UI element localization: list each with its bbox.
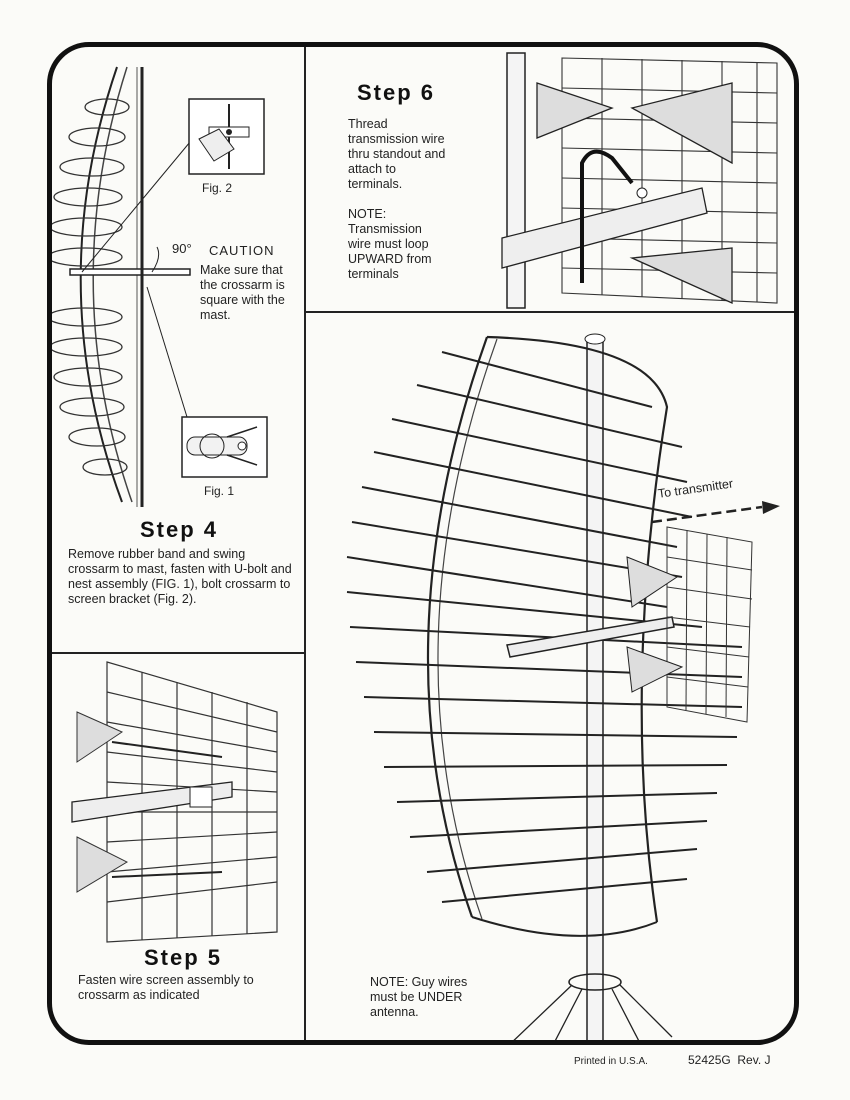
step5-instructions: Fasten wire screen assembly to crossarm … [78,973,254,1002]
assembled-antenna-illustration [346,333,780,1040]
step6-heading: Step 6 [357,80,436,105]
part-number: 52425G Rev. J [688,1053,771,1067]
angle-label: 90° [172,241,192,256]
step4-instructions: Remove rubber band and swing crossarm to… [68,547,292,606]
step6-note: NOTE: Transmission wire must loop UPWARD… [348,207,432,281]
step6-bottom-divider [306,311,794,313]
step6-terminal-illustration [501,52,778,309]
instruction-panel-frame: Fig. 2 Fig. 1 90° CAUTION Make sure that… [47,42,799,1045]
fig2-label: Fig. 2 [202,181,233,195]
printed-in-usa: Printed in U.S.A. [574,1056,648,1067]
step4-heading: Step 4 [140,517,219,542]
step4-bottom-divider [52,652,306,654]
fig2-detail-illustration [188,98,265,175]
step5-heading: Step 5 [144,945,223,970]
step5-screen-assembly-illustration [71,661,278,943]
caution-text: Make sure that the crossarm is square wi… [200,263,285,322]
caution-title: CAUTION [209,243,275,258]
fig1-detail-illustration [181,416,268,478]
step4-side-view-illustration [52,66,191,507]
vertical-divider [304,47,306,1040]
fig1-label: Fig. 1 [204,484,235,498]
step6-instructions: Thread transmission wire thru standout a… [348,117,446,191]
guy-wire-note: NOTE: Guy wires must be UNDER antenna. [370,975,468,1019]
